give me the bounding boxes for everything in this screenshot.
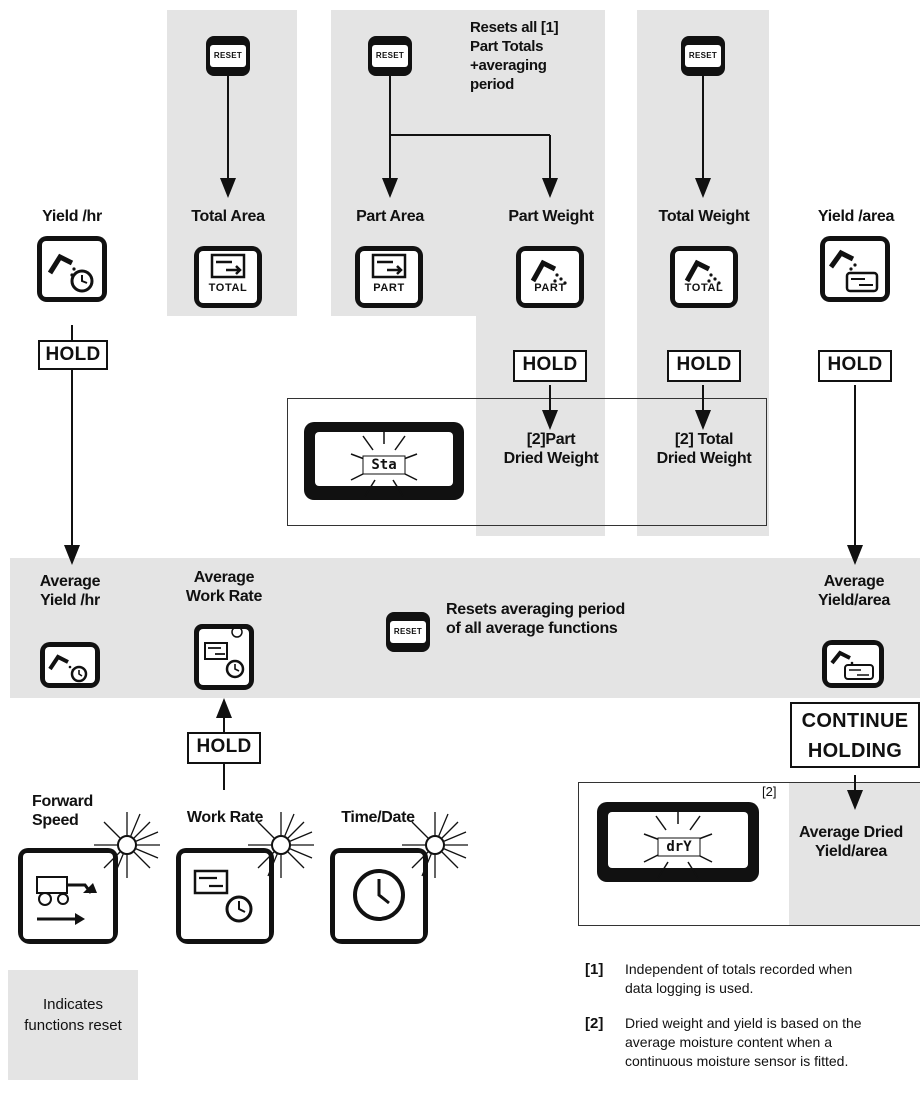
time-date-key[interactable]	[330, 848, 428, 944]
flashing-display-icon	[304, 422, 464, 500]
part-weight-label: Part Weight	[508, 208, 594, 225]
legend-swatch	[8, 970, 138, 1080]
field-area-icon	[210, 253, 246, 279]
hold-part-weight: HOLD	[513, 350, 587, 382]
total-weight-label: Total Weight	[658, 208, 750, 225]
avg-yield-area-label: Average Yield/area	[817, 573, 890, 609]
part-area-key[interactable]: PART	[355, 246, 423, 308]
dried-weight-display: Sta	[303, 420, 466, 504]
part-tag: PART	[373, 282, 405, 294]
harvester-speed-icon	[36, 876, 97, 925]
footnote-1: [1] Independent of totals recorded when …	[585, 960, 920, 1004]
yield-area-label: Yield /area	[817, 208, 895, 225]
flash-burst-icon	[248, 812, 314, 878]
avg-dried-box	[578, 782, 920, 926]
harvester-grain-icon	[530, 259, 567, 285]
dried-weight-box	[287, 398, 767, 526]
avg-dried-ref: [2]	[762, 784, 777, 799]
harvester-grain-icon	[684, 259, 721, 285]
reset-key-total-weight[interactable]: RESET	[681, 36, 725, 76]
work-rate-key[interactable]	[176, 848, 274, 944]
reset-part-note: Resets all [1] Part Totals +averaging pe…	[470, 19, 559, 93]
avg-yield-hr-label: Average Yield /hr	[39, 573, 101, 609]
harvester-area-icon	[828, 249, 879, 293]
work-rate-icon	[204, 626, 245, 679]
total-weight-key[interactable]: TOTAL	[670, 246, 738, 308]
total-tag: TOTAL	[684, 282, 724, 294]
reset-key-total-area[interactable]: RESET	[206, 36, 250, 76]
clock-icon	[353, 869, 405, 921]
continue-holding-label: CONTINUE HOLDING	[790, 702, 920, 768]
footnote-1-number: [1]	[585, 961, 604, 978]
reset-averaging-text: Resets averaging period of all average f…	[446, 601, 625, 637]
harvester-clock-icon	[47, 253, 94, 293]
reset-key-part[interactable]: RESET	[368, 36, 412, 76]
footnote-2: [2] Dried weight and yield is based on t…	[585, 1014, 920, 1076]
part-area-label: Part Area	[356, 208, 424, 225]
avg-dried-yield-label: Average Dried Yield/area	[799, 824, 903, 860]
avg-work-rate-key[interactable]	[194, 624, 254, 690]
forward-speed-key[interactable]	[18, 848, 118, 944]
hold-yield-hr: HOLD	[38, 340, 108, 370]
hold-total-weight: HOLD	[667, 350, 741, 382]
avg-yield-hr-key[interactable]	[40, 642, 100, 688]
reset-key-averages[interactable]: RESET	[386, 612, 430, 652]
part-dried-weight-label: [2]Part Dried Weight	[503, 431, 599, 467]
part-weight-key[interactable]: PART	[516, 246, 584, 308]
avg-work-rate-label: Average Work Rate	[185, 569, 263, 605]
time-date-label: Time/Date	[341, 809, 415, 826]
footnote-2-text: Dried weight and yield is based on the a…	[625, 1015, 862, 1069]
harvester-clock-icon	[48, 654, 88, 683]
harvester-area-icon	[830, 650, 874, 680]
work-rate-icon	[193, 869, 253, 923]
reset-key-label: RESET	[685, 45, 721, 67]
forward-speed-label: Forward Speed	[32, 793, 94, 829]
total-area-key[interactable]: TOTAL	[194, 246, 262, 308]
footnote-1-text: Independent of totals recorded when data…	[625, 961, 853, 996]
work-rate-label: Work Rate	[186, 809, 264, 826]
reset-key-label: RESET	[390, 621, 426, 643]
avg-dried-display: drY	[596, 800, 761, 892]
yield-hr-label: Yield /hr	[42, 208, 102, 225]
field-area-icon	[371, 253, 407, 279]
total-dried-weight-label: [2] Total Dried Weight	[656, 431, 752, 467]
flash-burst-icon	[402, 812, 468, 878]
avg-yield-area-key[interactable]	[822, 640, 884, 688]
total-tag: TOTAL	[208, 282, 248, 294]
legend-text: Indicates functions reset	[24, 996, 122, 1034]
display-code: drY	[666, 839, 692, 855]
part-tag: PART	[534, 282, 566, 294]
averages-reset-band	[10, 558, 920, 698]
total-area-label: Total Area	[191, 208, 265, 225]
yield-hr-key[interactable]	[37, 236, 107, 302]
flash-burst-icon	[94, 812, 160, 878]
reset-key-label: RESET	[372, 45, 408, 67]
yield-area-key[interactable]	[820, 236, 890, 302]
hold-yield-area: HOLD	[818, 350, 892, 382]
reset-key-label: RESET	[210, 45, 246, 67]
hold-work-rate: HOLD	[187, 732, 261, 764]
footnote-2-number: [2]	[585, 1015, 604, 1032]
flashing-display-icon	[597, 802, 759, 882]
display-code: Sta	[371, 457, 397, 473]
